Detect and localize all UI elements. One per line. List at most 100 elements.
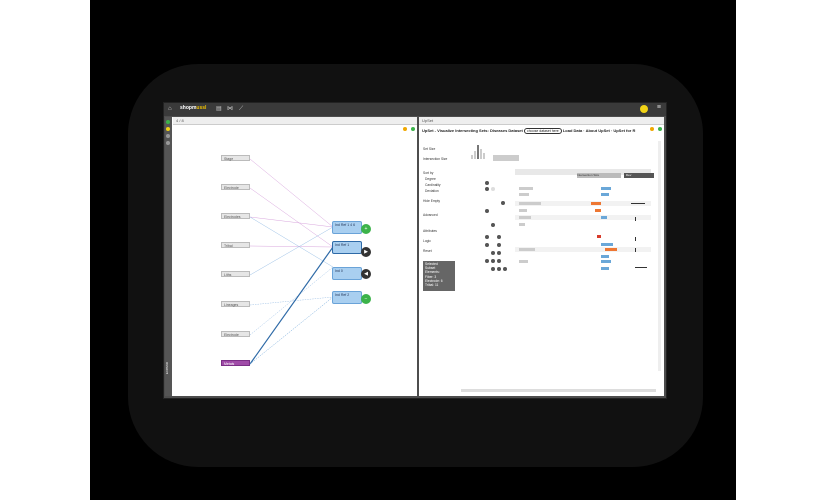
upset-pane: UpSet UpSet - Visualize Intersecting Set… [419, 117, 664, 396]
deviation-bar[interactable] [601, 260, 611, 263]
deviation-bar[interactable] [601, 243, 613, 246]
sidebar-label: Intersection Size [423, 157, 448, 161]
ok-icon[interactable] [411, 127, 415, 131]
pane-actions [402, 118, 415, 136]
sidebar-label[interactable]: Logic [423, 239, 431, 243]
sort-option[interactable]: Deviation [425, 189, 439, 193]
graph-pane: EXPAND 4 / 8 Stage Electrode Electrodes [165, 117, 417, 396]
chart-icon[interactable]: ⟋ [239, 106, 244, 112]
set-node-selected[interactable]: Metals [221, 360, 250, 366]
sidebar-label[interactable]: Attributes [423, 229, 437, 233]
intersection-box[interactable]: Ind Ref 2 [332, 291, 362, 304]
intersection-bar[interactable] [519, 248, 535, 251]
deviation-bar[interactable] [601, 193, 609, 196]
user-avatar[interactable] [640, 105, 648, 113]
network-icon[interactable]: ⋈ [227, 106, 233, 112]
matrix-dot [485, 235, 489, 239]
add-icon[interactable]: + [361, 224, 371, 234]
attribute-whisker [635, 237, 636, 241]
matrix-dot [501, 201, 505, 205]
set-node[interactable]: Electrode [221, 184, 250, 190]
vertical-scrollbar[interactable] [658, 141, 661, 371]
pane-header: 4 / 8 [173, 117, 417, 125]
sidebar-label[interactable]: Hide Empty [423, 199, 441, 203]
deviation-bar[interactable] [605, 248, 617, 251]
intersection-bar[interactable] [519, 216, 531, 219]
set-node[interactable]: Electrode [221, 331, 250, 337]
matrix-dot [497, 235, 501, 239]
dataset-select[interactable]: choose dataset here [523, 128, 562, 134]
home-icon[interactable]: ⌂ [168, 106, 172, 112]
pane-actions [649, 118, 662, 136]
horizontal-scrollbar[interactable] [461, 389, 656, 392]
page-title: UpSet - Visualize Intersecting Sets: Dis… [422, 128, 636, 134]
deviation-bar[interactable] [601, 187, 611, 190]
set-node[interactable]: Tribal [221, 242, 250, 248]
deviation-bar[interactable] [591, 202, 601, 205]
link [249, 226, 334, 276]
deviation-bar[interactable] [595, 209, 601, 212]
remove-icon[interactable]: − [361, 294, 371, 304]
matrix-dot [485, 259, 489, 263]
sort-option[interactable]: Cardinality [425, 183, 441, 187]
menu-icon[interactable]: ≡ [656, 104, 661, 111]
set-node[interactable]: Electrodes [221, 213, 250, 219]
set-size-bar [477, 145, 479, 159]
deviation-bar[interactable] [601, 267, 609, 270]
matrix-dot [497, 243, 501, 247]
intersection-bar[interactable] [519, 209, 527, 212]
refresh-icon[interactable] [649, 127, 654, 131]
link [249, 266, 334, 336]
matrix-dot [491, 251, 495, 255]
intersection-bar[interactable] [519, 260, 528, 263]
matrix-dot [485, 209, 489, 213]
top-toolbar: ⌂ shopmussl ▤ ⋈ ⟋ ≡ [164, 103, 666, 116]
status-icon[interactable] [166, 120, 170, 124]
tool-icon[interactable] [166, 134, 170, 138]
set-size-bar [480, 149, 482, 159]
deviation-bar[interactable] [601, 255, 609, 258]
matrix-dot [497, 251, 501, 255]
attribute-whisker [635, 267, 647, 268]
attribute-whisker [635, 248, 636, 252]
set-node[interactable]: Stage [221, 155, 250, 161]
row-band [515, 215, 651, 220]
pane-header: UpSet [419, 117, 664, 125]
matrix-dot [485, 187, 489, 191]
warning-icon[interactable] [166, 127, 170, 131]
filter-box[interactable] [493, 155, 519, 161]
back-icon[interactable]: ◀ [361, 269, 371, 279]
sidebar-label: Set Size [423, 147, 436, 151]
app-screen: ⌂ shopmussl ▤ ⋈ ⟋ ≡ EXPAND 4 / 8 [163, 102, 667, 399]
deviation-bar[interactable] [601, 216, 607, 219]
deviation-bar[interactable] [597, 235, 601, 238]
left-rail: EXPAND [165, 117, 172, 396]
sidebar-label[interactable]: Advanced [423, 213, 438, 217]
intersection-bar[interactable] [519, 193, 529, 196]
set-size-bar [483, 153, 485, 159]
deviation-header: Dev [624, 173, 654, 178]
intersection-bar[interactable] [519, 187, 533, 190]
intersection-box[interactable]: Ind 0 [332, 267, 362, 280]
tool-icon[interactable] [166, 141, 170, 145]
sidebar-label[interactable]: Reset [423, 249, 432, 253]
matrix-header-bar [515, 169, 651, 175]
selection-legend: Selected Subset Elements: Fiber: 3 Elect… [423, 261, 455, 291]
matrix-dot [497, 259, 501, 263]
brand-logo: shopmussl [180, 105, 207, 111]
play-icon[interactable]: ▶ [361, 247, 371, 257]
header-links[interactable]: Load Data · About UpSet · UpSet for R [562, 128, 636, 133]
refresh-icon[interactable] [402, 127, 407, 131]
set-node[interactable]: Liths [221, 271, 250, 277]
intersection-box[interactable]: Ind Ref 1 [332, 241, 362, 254]
matrix-dot [491, 223, 495, 227]
set-node[interactable]: Lineages [221, 301, 250, 307]
ok-icon[interactable] [658, 127, 662, 131]
matrix-dot [491, 187, 495, 191]
intersection-box[interactable]: Ind Ref 1 4 6 [332, 221, 362, 234]
sort-option[interactable]: Degree [425, 177, 436, 181]
intersection-bar[interactable] [519, 223, 525, 226]
document-icon[interactable]: ▤ [216, 106, 222, 112]
intersection-bar[interactable] [519, 202, 541, 205]
matrix-dot [491, 267, 495, 271]
